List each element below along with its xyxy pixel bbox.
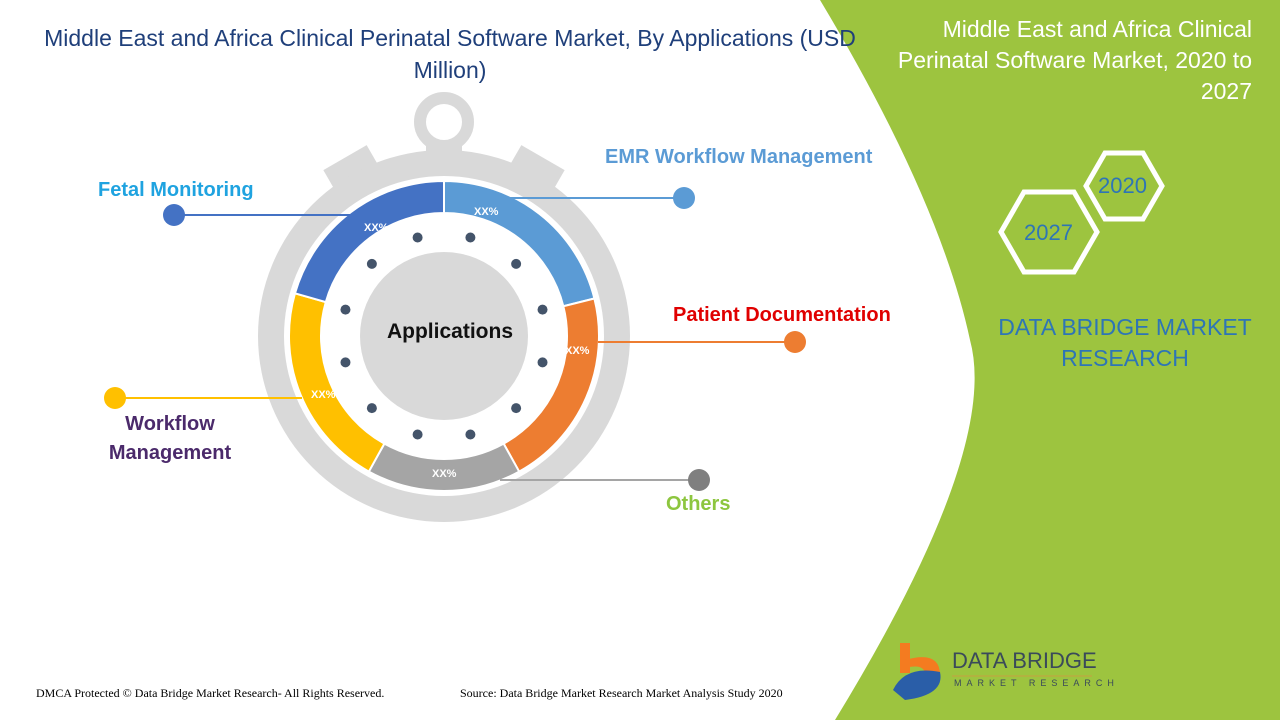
dial-dot (537, 357, 548, 368)
patient-doc-marker-dot (784, 331, 806, 353)
pct-patient-doc: XX% (565, 345, 590, 357)
label-others: Others (666, 493, 731, 515)
dial-dot (340, 304, 351, 315)
label-fetal-monitoring: Fetal Monitoring (98, 179, 254, 201)
hexagon-2027 (998, 189, 1100, 275)
brand-text: DATA BRIDGE MARKET RESEARCH (998, 314, 1252, 371)
dial-dot (537, 304, 548, 315)
center-circle (360, 252, 528, 420)
fetal-marker-dot (163, 204, 185, 226)
side-title: Middle East and Africa Clinical Perinata… (897, 16, 1252, 104)
stopwatch-ring-handle (414, 92, 474, 152)
year-end: 2027 (1024, 220, 1073, 245)
dial-dot (366, 403, 377, 414)
others-marker-dot (688, 469, 710, 491)
dial-dot (511, 258, 522, 269)
label-emr-workflow: EMR Workflow Management (605, 146, 873, 168)
center-label: Applications (386, 320, 513, 343)
leader-lines (104, 187, 806, 491)
workflow-marker-dot (104, 387, 126, 409)
dial-dot (340, 357, 351, 368)
pct-workflow: XX% (311, 389, 336, 401)
logo-mark (893, 643, 1092, 700)
dial-dot (366, 258, 377, 269)
dial-dot (465, 429, 476, 440)
dial-dot (511, 403, 522, 414)
dial-dot (412, 232, 423, 243)
dial-dot (412, 429, 423, 440)
logo-tagline: MARKET RESEARCH (954, 678, 1119, 688)
green-side-panel (820, 0, 1280, 720)
emr-marker-dot (673, 187, 695, 209)
label-patient-documentation: Patient Documentation (673, 304, 891, 326)
logo-name: DATA BRIDGE (952, 648, 1097, 673)
dial-dot (465, 232, 476, 243)
footer-copyright: DMCA Protected © Data Bridge Market Rese… (36, 686, 385, 700)
label-workflow-management: Workflow Management (108, 413, 232, 464)
pct-others: XX% (432, 468, 457, 480)
footer-source: Source: Data Bridge Market Research Mark… (460, 686, 783, 700)
pct-fetal: XX% (364, 222, 389, 234)
chart-title: Middle East and Africa Clinical Perinata… (44, 25, 856, 83)
ring-segment-4 (293, 179, 445, 304)
hexagon-2020 (1083, 150, 1165, 222)
year-hexagons (998, 150, 1165, 275)
pct-emr: XX% (474, 206, 499, 218)
year-start: 2020 (1098, 173, 1147, 198)
